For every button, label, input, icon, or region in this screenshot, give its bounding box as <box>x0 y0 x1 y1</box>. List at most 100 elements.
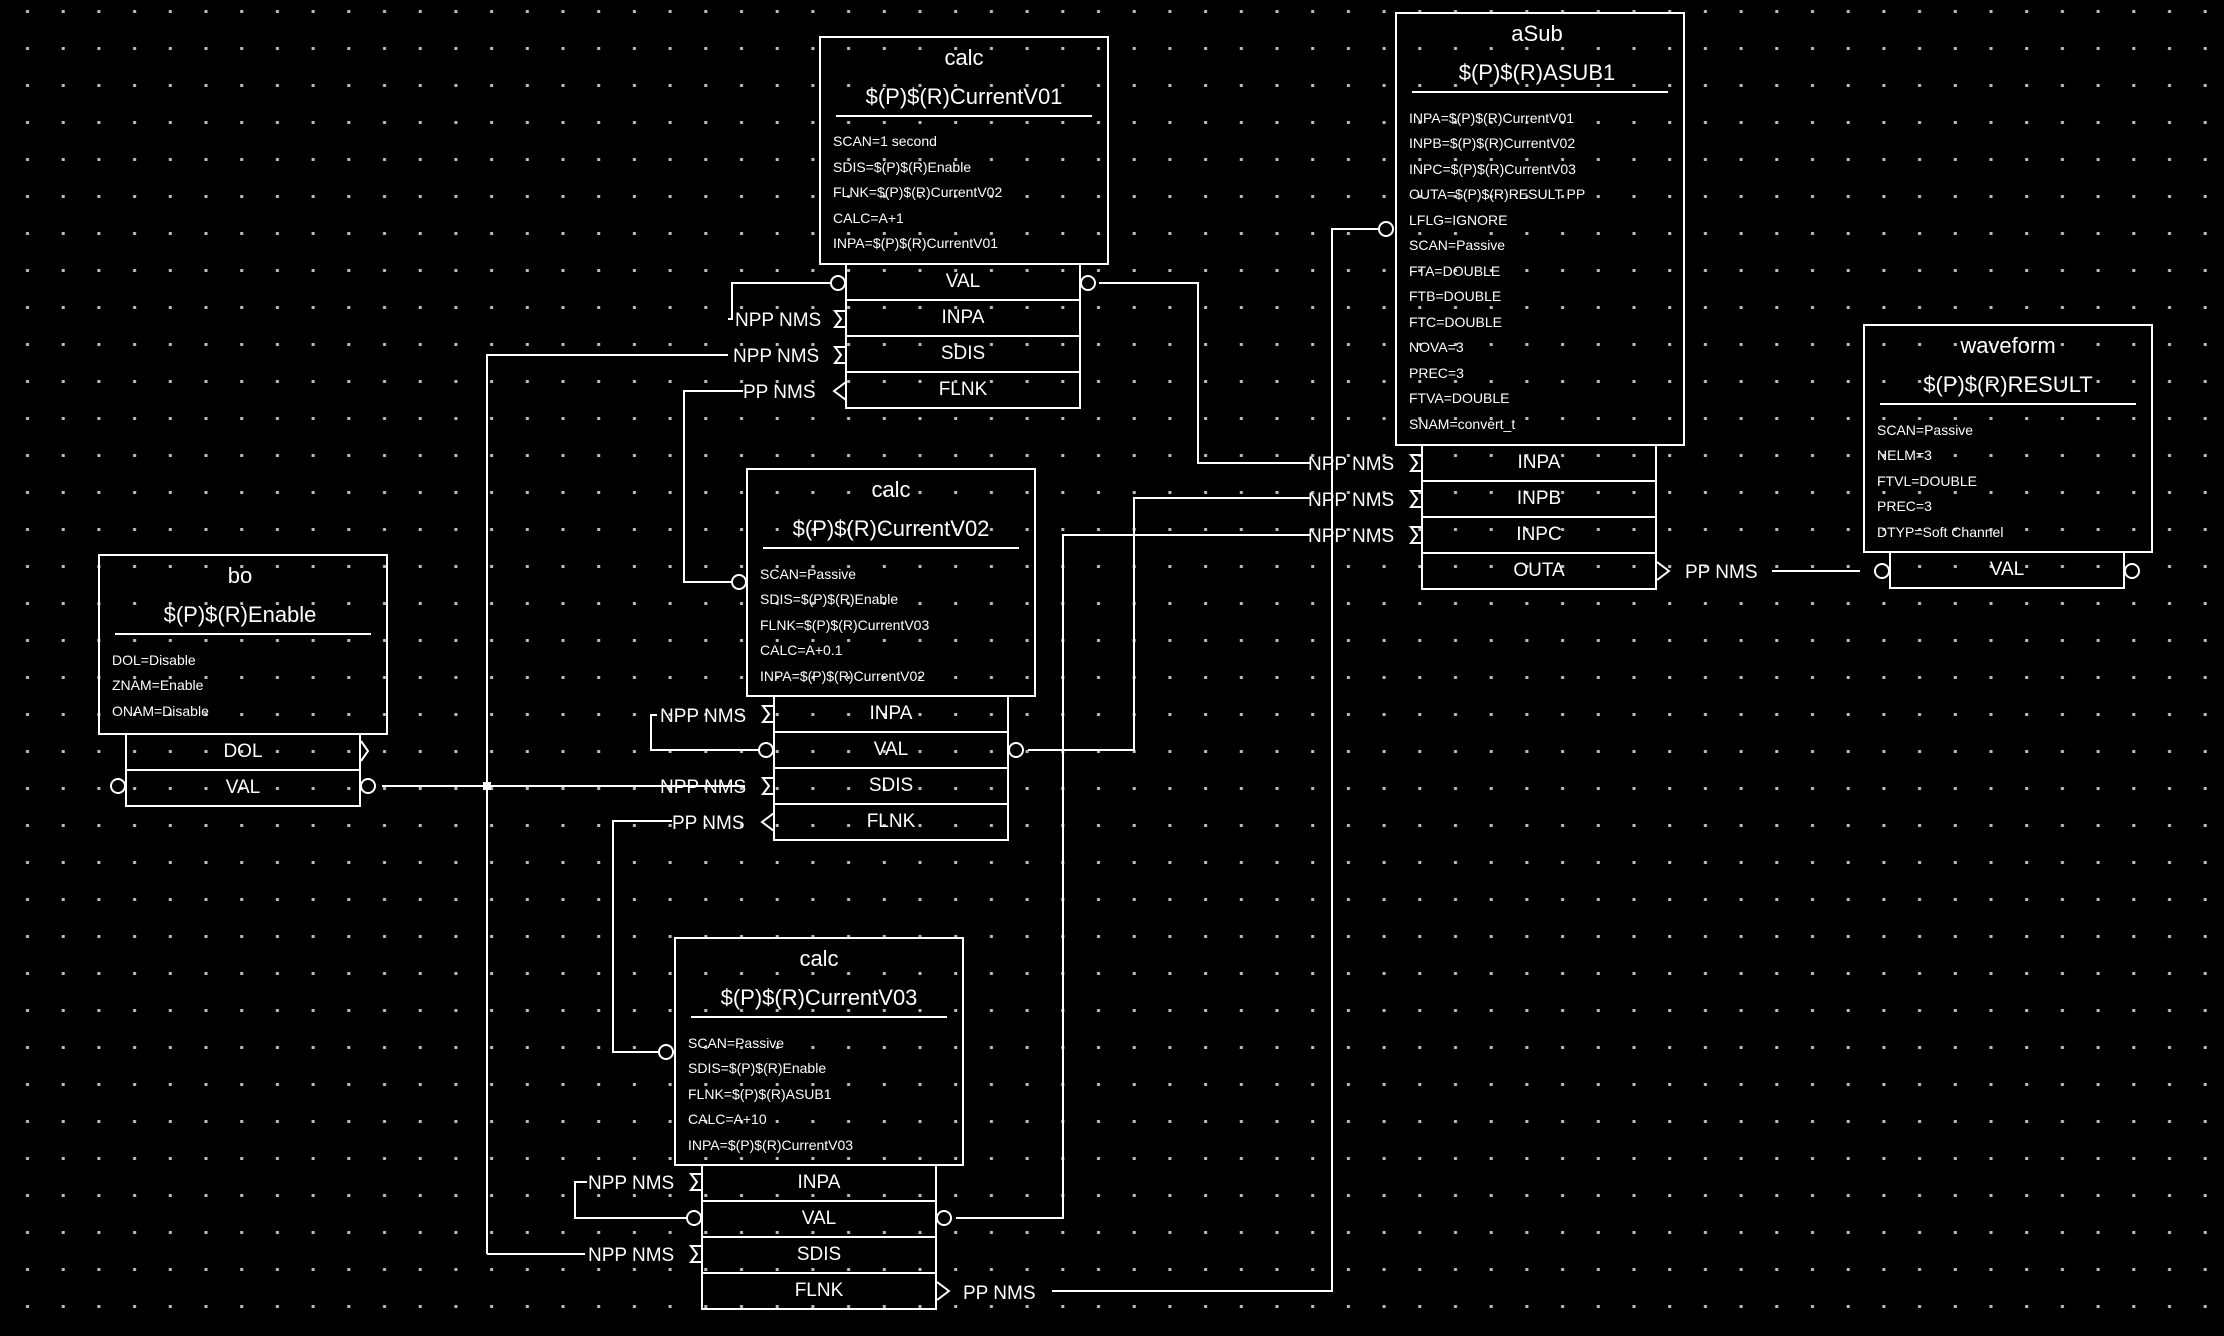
record-calc-currentv03[interactable]: calc $(P)$(R)CurrentV03 SCAN=Passive SDI… <box>658 937 964 1310</box>
connector-val-out <box>2124 563 2140 579</box>
record-field: CALC=A+10 <box>688 1111 767 1127</box>
record-field: NELM=3 <box>1877 447 1932 463</box>
record-calc-currentv01[interactable]: calc $(P)$(R)CurrentV01 SCAN=1 second SD… <box>819 36 1109 409</box>
record-field: FTC=DOUBLE <box>1409 314 1502 330</box>
record-field: FTA=DOUBLE <box>1409 263 1500 279</box>
connector-inpa-sigma <box>833 310 845 328</box>
record-field: FTVA=DOUBLE <box>1409 390 1510 406</box>
record-field: FTVL=DOUBLE <box>1877 473 1977 489</box>
record-field: CALC=A+1 <box>833 210 904 226</box>
connector-val-in <box>110 778 126 794</box>
record-name: $(P)$(R)CurrentV03 <box>721 985 918 1010</box>
wire-calc2-flnk-to-calc3 <box>612 820 672 1053</box>
port-val[interactable]: VAL <box>874 739 909 760</box>
port-val[interactable]: VAL <box>802 1208 837 1229</box>
record-name: $(P)$(R)Enable <box>164 602 317 627</box>
link-label: PP NMS <box>743 382 816 403</box>
record-field: SCAN=Passive <box>760 566 856 582</box>
link-label: NPP NMS <box>735 310 821 331</box>
record-field: SDIS=$(P)$(R)Enable <box>833 159 971 175</box>
wire-calc1-flnk-to-calc2 <box>683 390 743 583</box>
record-field: PREC=3 <box>1409 365 1464 381</box>
connector-inpa-sigma <box>1409 454 1421 472</box>
wire-calc2-val-to-asub-inpb <box>1028 497 1310 751</box>
record-name: $(P)$(R)CurrentV01 <box>866 84 1063 109</box>
connector-inpa-sigma <box>761 705 773 723</box>
record-field: SNAM=convert_t <box>1409 416 1515 432</box>
record-field: SDIS=$(P)$(R)Enable <box>688 1060 826 1076</box>
record-field: DOL=Disable <box>112 652 196 668</box>
connector-val-out <box>1008 742 1024 758</box>
record-type: calc <box>944 45 983 70</box>
record-field: FLNK=$(P)$(R)CurrentV03 <box>760 617 929 633</box>
port-inpa[interactable]: INPA <box>1518 452 1561 473</box>
record-field: SCAN=1 second <box>833 133 937 149</box>
record-type: calc <box>799 946 838 971</box>
connector-sdis-sigma <box>761 777 773 795</box>
port-outa[interactable]: OUTA <box>1513 560 1565 581</box>
connector-dol-mark <box>360 740 370 762</box>
connector-inpb-sigma <box>1409 490 1421 508</box>
record-calc-currentv02[interactable]: calc $(P)$(R)CurrentV02 SCAN=Passive SDI… <box>731 468 1036 841</box>
wire-calc3-val-to-asub-inpc <box>956 534 1310 1219</box>
record-type: calc <box>871 477 910 502</box>
wires <box>382 228 1860 1292</box>
record-waveform-result[interactable]: waveform $(P)$(R)RESULT SCAN=Passive NEL… <box>1863 324 2153 589</box>
record-field: SCAN=Passive <box>688 1035 784 1051</box>
record-field: DTYP=Soft Channel <box>1877 524 2003 540</box>
record-field: INPC=$(P)$(R)CurrentV03 <box>1409 161 1576 177</box>
record-type: bo <box>228 563 252 588</box>
record-field: INPA=$(P)$(R)CurrentV02 <box>760 668 925 684</box>
connector-outa-arrow <box>1656 561 1671 581</box>
record-field: ZNAM=Enable <box>112 677 204 693</box>
port-flnk[interactable]: FLNK <box>867 811 916 832</box>
record-field: FLNK=$(P)$(R)CurrentV02 <box>833 184 1002 200</box>
record-field: SCAN=Passive <box>1877 422 1973 438</box>
port-flnk[interactable]: FLNK <box>939 379 988 400</box>
connector-val-in <box>686 1210 702 1226</box>
connector-inpc-sigma <box>1409 526 1421 544</box>
port-inpa[interactable]: INPA <box>870 703 913 724</box>
record-field: OUTA=$(P)$(R)RESULT PP <box>1409 186 1585 202</box>
port-val[interactable]: VAL <box>226 777 261 798</box>
link-label: NPP NMS <box>660 777 746 798</box>
port-inpb[interactable]: INPB <box>1517 488 1561 509</box>
link-label: NPP NMS <box>1308 454 1394 475</box>
record-field: LFLG=IGNORE <box>1409 212 1507 228</box>
link-label: PP NMS <box>1685 562 1758 583</box>
port-inpc[interactable]: INPC <box>1516 524 1561 545</box>
port-val[interactable]: VAL <box>946 271 981 292</box>
record-field: PREC=3 <box>1877 498 1932 514</box>
port-inpa[interactable]: INPA <box>942 307 985 328</box>
port-sdis[interactable]: SDIS <box>941 343 985 364</box>
port-sdis[interactable]: SDIS <box>869 775 913 796</box>
wire-calc1-val-to-asub-inpa <box>1099 282 1310 464</box>
record-field: ONAM=Disable <box>112 703 209 719</box>
record-name: $(P)$(R)CurrentV02 <box>793 516 990 541</box>
connector-flnk-arrow <box>832 381 847 401</box>
port-sdis[interactable]: SDIS <box>797 1244 841 1265</box>
record-field: SDIS=$(P)$(R)Enable <box>760 591 898 607</box>
record-type: waveform <box>1959 333 2055 358</box>
link-label: NPP NMS <box>1308 526 1394 547</box>
connector-val-out <box>936 1210 952 1226</box>
record-field: CALC=A+0.1 <box>760 642 843 658</box>
port-val[interactable]: VAL <box>1990 559 2025 580</box>
record-field: INPA=$(P)$(R)CurrentV01 <box>833 235 998 251</box>
port-inpa[interactable]: INPA <box>798 1172 841 1193</box>
record-asub-asub1[interactable]: aSub $(P)$(R)ASUB1 INPA=$(P)$(R)CurrentV… <box>1378 12 1685 590</box>
record-field: FLNK=$(P)$(R)ASUB1 <box>688 1086 832 1102</box>
connector-val-out <box>360 778 376 794</box>
connector-flnk-arrow <box>760 812 775 832</box>
link-label: NPP NMS <box>733 346 819 367</box>
record-bo-enable[interactable]: bo $(P)$(R)Enable DOL=Disable ZNAM=Enabl… <box>98 554 388 807</box>
link-label: NPP NMS <box>660 706 746 727</box>
port-flnk[interactable]: FLNK <box>795 1280 844 1301</box>
link-label: NPP NMS <box>1308 490 1394 511</box>
port-dol[interactable]: DOL <box>223 741 262 762</box>
record-name: $(P)$(R)ASUB1 <box>1459 60 1615 85</box>
connector-sdis-sigma <box>689 1245 701 1263</box>
record-field: NOVA=3 <box>1409 339 1464 355</box>
